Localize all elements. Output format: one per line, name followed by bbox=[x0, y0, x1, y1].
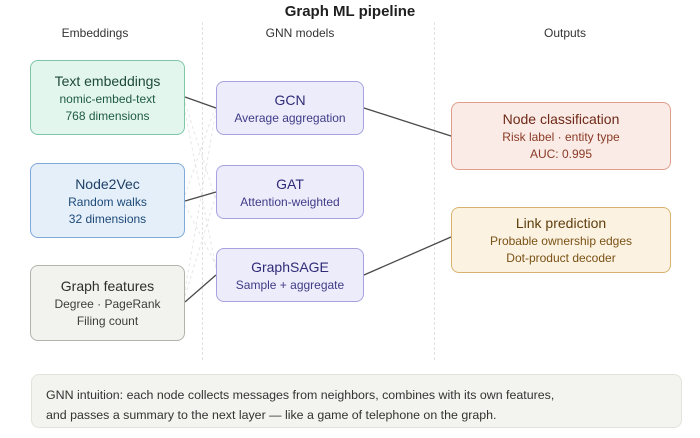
box-title: Link prediction bbox=[515, 215, 607, 231]
column-divider bbox=[202, 22, 203, 360]
diagram-title: Graph ML pipeline bbox=[284, 3, 416, 20]
box-title: Text embeddings bbox=[54, 72, 161, 89]
node-classification-box: Node classification Risk label · entity … bbox=[451, 102, 671, 170]
gnn-intuition-note: GNN intuition: each node collects messag… bbox=[31, 374, 682, 428]
gcn-box: GCN Average aggregation bbox=[216, 81, 364, 135]
column-header-embeddings: Embeddings bbox=[61, 26, 129, 40]
edge-graphsage-to-link-prediction bbox=[363, 236, 452, 276]
edge-text-embeddings-to-gcn bbox=[184, 96, 217, 109]
edge-node2vec-to-gat bbox=[184, 191, 217, 202]
box-detail: Random walks bbox=[68, 194, 147, 209]
box-detail: Average aggregation bbox=[234, 110, 346, 125]
box-detail: Degree · PageRank bbox=[54, 297, 161, 311]
column-header-gnn-models: GNN models bbox=[265, 26, 335, 40]
box-detail: Probable ownership edges bbox=[489, 234, 633, 248]
note-line: and passes a summary to the next layer —… bbox=[46, 408, 497, 422]
faint-connector bbox=[184, 194, 217, 297]
gat-box: GAT Attention-weighted bbox=[216, 165, 364, 219]
column-header-outputs: Outputs bbox=[543, 26, 587, 40]
box-detail: 768 dimensions bbox=[65, 108, 150, 123]
box-detail: AUC: 0.995 bbox=[529, 147, 593, 161]
faint-connector bbox=[184, 109, 217, 291]
edge-gcn-to-node-classification bbox=[363, 107, 452, 137]
node2vec-box: Node2Vec Random walks 32 dimensions bbox=[30, 163, 185, 238]
column-divider bbox=[434, 22, 435, 360]
edge-graph-features-to-graphsage bbox=[184, 274, 217, 303]
faint-connector bbox=[184, 104, 217, 196]
box-detail: Filing count bbox=[76, 314, 139, 328]
link-prediction-box: Link prediction Probable ownership edges… bbox=[451, 207, 671, 273]
graph-features-box: Graph features Degree · PageRank Filing … bbox=[30, 265, 185, 341]
box-detail: Attention-weighted bbox=[240, 194, 340, 209]
note-line: GNN intuition: each node collects messag… bbox=[46, 388, 555, 402]
box-title: Node classification bbox=[502, 111, 620, 127]
faint-connector bbox=[184, 204, 217, 266]
box-detail: Sample + aggregate bbox=[235, 277, 345, 292]
faint-connector bbox=[184, 111, 217, 269]
box-detail: 32 dimensions bbox=[68, 211, 147, 226]
box-title: Graph features bbox=[60, 278, 155, 294]
graphsage-box: GraphSAGE Sample + aggregate bbox=[216, 248, 364, 302]
text-embeddings-box: Text embeddings nomic-embed-text 768 dim… bbox=[30, 60, 185, 135]
box-detail: Dot-product decoder bbox=[506, 251, 616, 265]
box-title: Node2Vec bbox=[75, 175, 140, 192]
box-title: GCN bbox=[274, 91, 306, 108]
box-title: GAT bbox=[276, 175, 304, 192]
box-detail: Risk label · entity type bbox=[502, 130, 620, 144]
faint-connector bbox=[184, 102, 217, 201]
box-detail: nomic-embed-text bbox=[59, 91, 156, 106]
box-title: GraphSAGE bbox=[251, 258, 329, 275]
